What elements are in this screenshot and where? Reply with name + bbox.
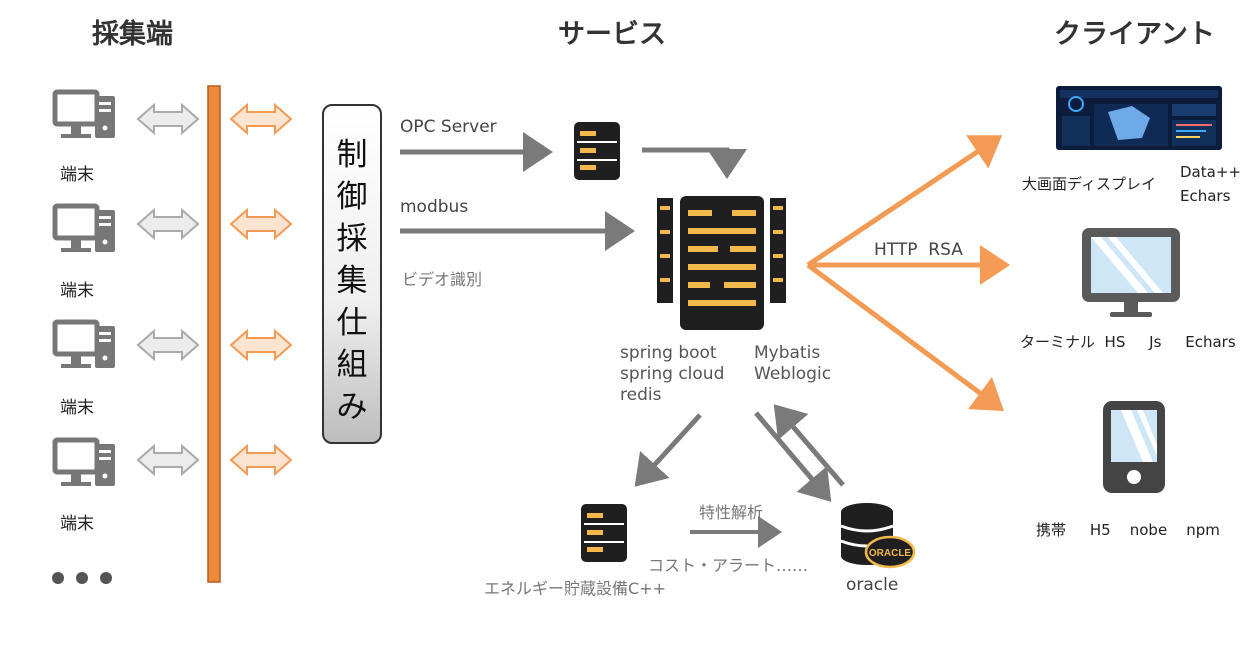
energy-arrow — [634, 413, 702, 487]
terminal-label: 端末 — [60, 165, 94, 185]
tech-item: Weblogic — [754, 364, 832, 384]
bidirectional-arrow-icon — [230, 445, 292, 475]
ellipsis-dot — [100, 572, 112, 584]
control-box-char: 御 — [336, 179, 368, 215]
display-tech: Data++ Echars — [1180, 160, 1241, 208]
analysis-label: 特性解析 — [699, 503, 764, 522]
tech-item: spring cloud — [620, 364, 725, 384]
oracle-logo-text: ORACLE — [869, 548, 912, 559]
tech-item: Data++ — [1180, 163, 1241, 181]
bus-bar — [207, 85, 221, 583]
header-client: クライアント — [1054, 19, 1215, 50]
tech-item: spring boot — [620, 343, 717, 363]
control-box-char: 制 — [336, 137, 368, 173]
control-box-char: 仕 — [336, 305, 368, 341]
control-box-char: 組 — [336, 347, 368, 383]
video-label: ビデオ識別 — [402, 270, 483, 289]
control-box-char: み — [336, 389, 368, 425]
pc-icon — [55, 440, 115, 486]
header-service: サービス — [558, 19, 666, 50]
terminal-label: 端末 — [60, 514, 94, 534]
pc-icon — [55, 322, 115, 368]
control-collection-box: 制 御 採 集 仕 組 み — [322, 104, 382, 444]
tech-item: Echars — [1180, 187, 1231, 205]
bidirectional-arrow-icon — [137, 445, 199, 475]
modbus-label: modbus — [400, 197, 469, 217]
cost-alert-label: コスト・アラート…… — [648, 556, 809, 575]
header-collection: 採集端 — [92, 19, 173, 50]
server-tech-left: spring boot spring cloud redis — [620, 343, 724, 406]
server-icon — [574, 122, 620, 180]
bidirectional-arrow-icon — [230, 209, 292, 239]
bidirectional-arrow-icon — [137, 104, 199, 134]
pc-icon — [55, 206, 115, 252]
tech-item: redis — [620, 385, 662, 405]
bidirectional-arrow-icon — [230, 104, 292, 134]
tech-item: Mybatis — [754, 343, 821, 363]
display-label: 大画面ディスプレイ — [1022, 175, 1156, 193]
database-icon: ORACLE — [840, 503, 916, 569]
monitor-icon — [1082, 228, 1180, 317]
pc-icon — [55, 92, 115, 138]
energy-storage-label: エネルギー貯蔵設備C++ — [484, 579, 666, 598]
server-tech-right: Mybatis Weblogic — [754, 343, 831, 385]
mobile-client-label: 携帯 H5 nobe npm — [1036, 521, 1220, 539]
bidirectional-arrow-icon — [230, 330, 292, 360]
mobile-phone-icon — [1103, 401, 1165, 493]
opc-server-label: OPC Server — [400, 117, 497, 137]
ellipsis-dot — [52, 572, 64, 584]
display-arrow — [806, 135, 1003, 268]
bidirectional-arrow-icon — [137, 209, 199, 239]
core-server-icon — [657, 196, 786, 330]
terminal-label: 端末 — [60, 281, 94, 301]
opc-to-core-arrow — [642, 147, 747, 179]
oracle-label: oracle — [846, 575, 899, 595]
control-box-char: 集 — [336, 263, 368, 299]
server-icon — [581, 504, 627, 562]
protocol-label: HTTP RSA — [874, 240, 963, 260]
dashboard-screen-icon — [1056, 86, 1222, 150]
bidirectional-arrow-icon — [137, 330, 199, 360]
db-write-arrow — [754, 411, 832, 502]
control-box-char: 採 — [336, 221, 368, 257]
terminal-label: 端末 — [60, 398, 94, 418]
ellipsis-dot — [76, 572, 88, 584]
mobile-arrow — [806, 262, 1005, 411]
terminal-client-label: ターミナル HS Js Echars — [1020, 333, 1236, 351]
db-read-arrow — [773, 404, 845, 487]
